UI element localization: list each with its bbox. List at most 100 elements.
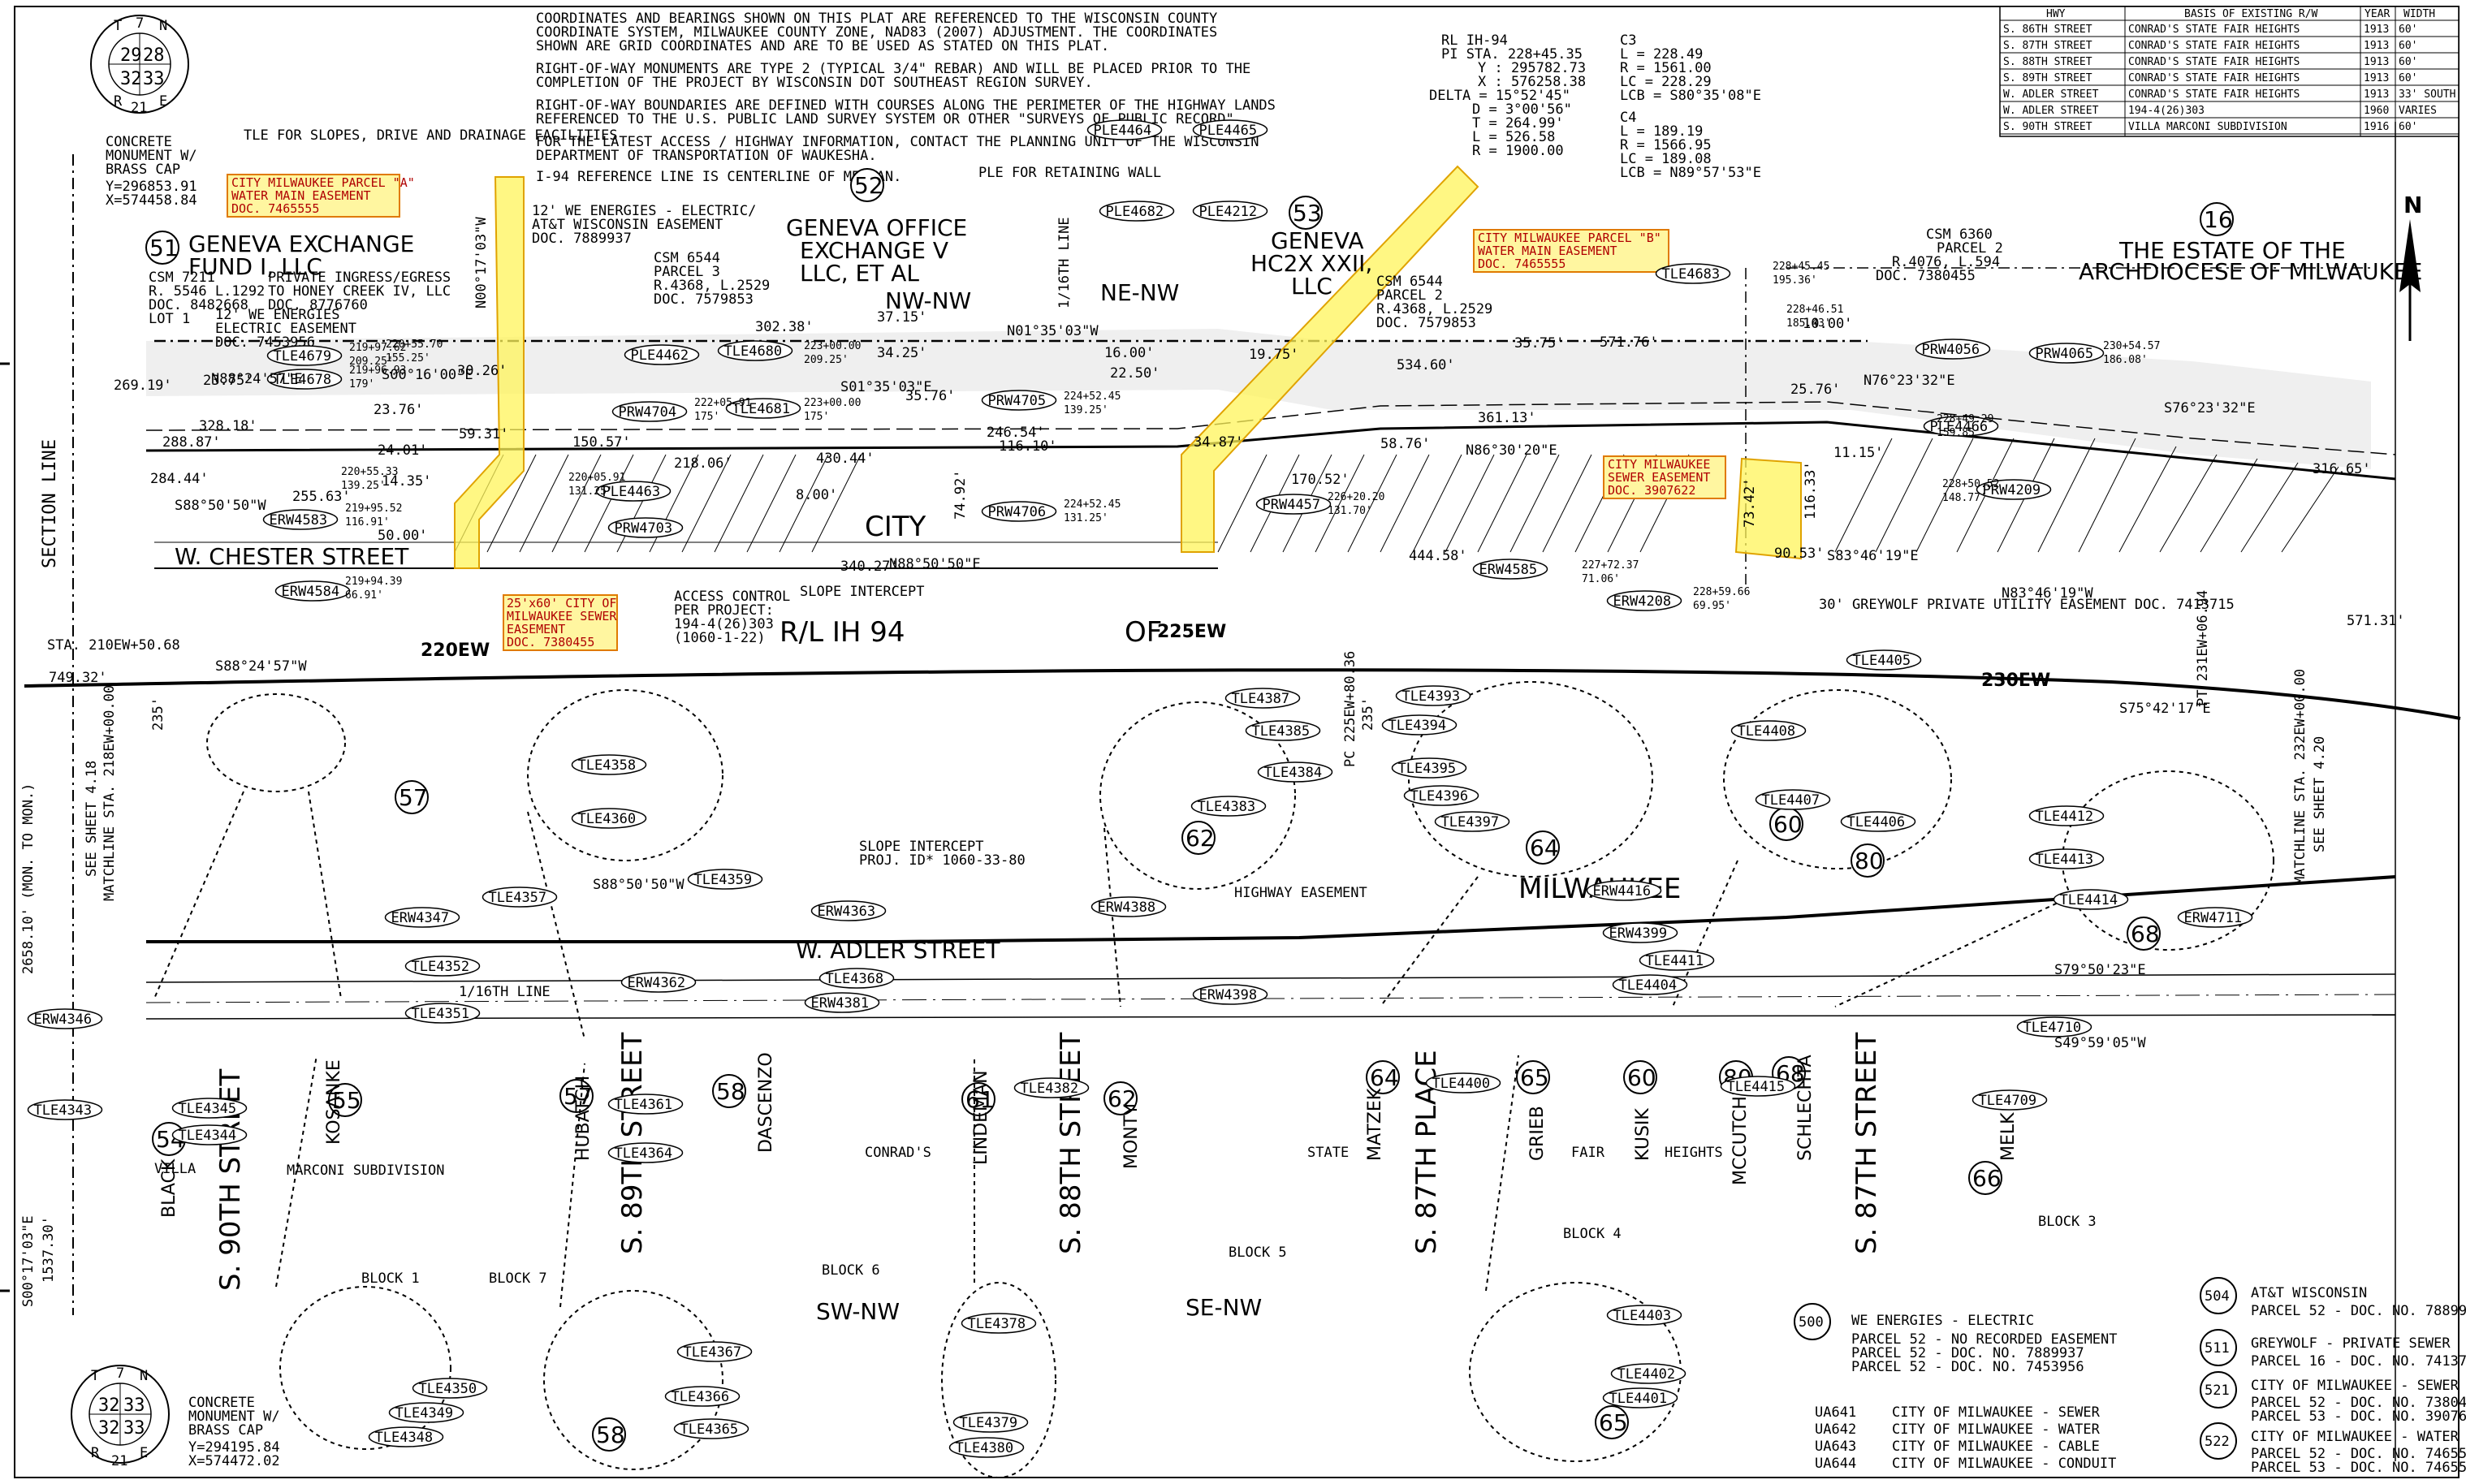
svg-text:61: 61: [965, 1086, 995, 1113]
owner-name: FUND I, LLC: [188, 253, 322, 280]
tag-oval: [1255, 494, 1332, 515]
svg-text:MONUMENT W/: MONUMENT W/: [188, 1409, 280, 1425]
svg-text:SEWER EASEMENT: SEWER EASEMENT: [1608, 470, 1710, 485]
station-offset: 220+05.91: [568, 472, 625, 484]
table-cell: 1913: [2364, 56, 2389, 68]
distance-label: 430.44': [816, 451, 875, 467]
svg-text:62: 62: [1108, 1085, 1137, 1112]
table-cell: S. 88TH STREET: [2003, 56, 2092, 68]
tag-oval: [274, 580, 351, 602]
owner-name: GENEVA: [1271, 227, 1364, 254]
svg-text:DOC. 8776760: DOC. 8776760: [268, 297, 368, 313]
tag-label: TLE4352: [412, 959, 470, 975]
tag-label: TLE4358: [578, 757, 637, 774]
svg-text:N: N: [159, 18, 167, 34]
svg-text:PER PROJECT:: PER PROJECT:: [674, 602, 774, 619]
station-offset: 66.91': [345, 589, 383, 602]
svg-text:1/16TH LINE: 1/16TH LINE: [1056, 217, 1073, 308]
station-offset: 228+49.29: [1937, 413, 1993, 425]
parcel-b-note: CITY MILWAUKEE PARCEL "B" WATER MAIN EAS…: [1473, 229, 1669, 273]
distance-label: 116.10': [999, 438, 1057, 455]
tag-label: TLE4683: [1662, 266, 1721, 283]
tag-oval: [1472, 559, 1548, 580]
tag-oval: [1846, 649, 1922, 671]
tag-label: TLE4366: [672, 1389, 730, 1405]
distance-label: 571.76': [1600, 334, 1658, 351]
svg-text:32: 32: [120, 69, 142, 89]
tag-oval: [1612, 974, 1688, 995]
svg-text:PARCEL 16 - DOC. NO. 7413715: PARCEL 16 - DOC. NO. 7413715: [2251, 1353, 2466, 1370]
tag-oval: [1840, 811, 1916, 832]
svg-text:25'x60' CITY OF: 25'x60' CITY OF: [507, 596, 616, 610]
note-line: RIGHT-OF-WAY MONUMENTS ARE TYPE 2 (TYPIC…: [536, 61, 1250, 77]
tag-oval: [961, 1313, 1037, 1334]
table-cell: 60': [2399, 121, 2417, 133]
tag-oval: [388, 1402, 464, 1423]
svg-text:E: E: [140, 1445, 148, 1461]
parcel-tags: TLE4679TLE4678TLE4680TLE4681PLE4462PRW47…: [27, 119, 2253, 1458]
svg-text:PLE FOR RETAINING WALL: PLE FOR RETAINING WALL: [978, 165, 1161, 181]
svg-text:R = 1900.00: R = 1900.00: [1472, 143, 1564, 159]
svg-text:DOC. 7579853: DOC. 7579853: [1376, 315, 1476, 331]
svg-text:CITY: CITY: [865, 511, 926, 543]
svg-text:500: 500: [1799, 1314, 1824, 1331]
svg-text:57: 57: [399, 784, 428, 811]
quadrant-labels: NW-NW NE-NW SW-NW SE-NW: [816, 279, 1262, 1325]
svg-text:53: 53: [1293, 200, 1322, 226]
tag-oval: [2016, 1016, 2092, 1038]
station-offset: 131.70': [1328, 505, 1372, 517]
tag-label: TLE4709: [1979, 1093, 2037, 1109]
svg-text:PARCEL 53 - DOC. NO. 7465555: PARCEL 53 - DOC. NO. 7465555: [2251, 1460, 2466, 1476]
tag-oval: [676, 1341, 753, 1362]
side-street-name: BLACK: [159, 1158, 179, 1218]
svg-text:64: 64: [1530, 835, 1559, 861]
svg-text:29: 29: [120, 45, 142, 66]
tag-label: TLE4412: [2036, 809, 2094, 825]
station-offset-labels: 219+97.62209.25'219+96.93179'220+55.7015…: [49, 261, 2405, 1051]
table-cell: S. 86TH STREET: [2003, 24, 2092, 36]
svg-text:CSM 6544: CSM 6544: [1376, 274, 1443, 290]
svg-text:LOT 1: LOT 1: [149, 311, 190, 327]
svg-text:60: 60: [1773, 811, 1803, 838]
svg-text:FAIR: FAIR: [1571, 1145, 1605, 1161]
svg-text:12' WE ENERGIES: 12' WE ENERGIES: [215, 307, 340, 323]
tag-label: PRW4704: [619, 404, 677, 421]
owner-name: EXCHANGE V: [800, 237, 948, 264]
tag-label: TLE4380: [956, 1440, 1014, 1456]
table-header: BASIS OF EXISTING R/W: [2184, 8, 2318, 20]
sewer-east-note: CITY MILWAUKEE SEWER EASEMENT DOC. 39076…: [1603, 455, 1726, 499]
distance-label: 269.19': [114, 377, 172, 394]
svg-text:51: 51: [149, 235, 179, 261]
svg-text:SE-NW: SE-NW: [1185, 1294, 1262, 1321]
svg-text:C4: C4: [1620, 110, 1636, 126]
tag-label: ERW4399: [1609, 925, 1668, 942]
hatched-parcels: [454, 438, 2339, 553]
tag-oval: [1655, 263, 1731, 284]
svg-text:21: 21: [131, 100, 147, 116]
station-offset: 131.25': [568, 485, 613, 498]
svg-text:LCB = S80°35'08"E: LCB = S80°35'08"E: [1620, 88, 1761, 104]
station-offset: 220+55.70: [386, 339, 443, 351]
svg-text:BRASS CAP: BRASS CAP: [188, 1422, 263, 1439]
station-offset: 219+97.62: [349, 342, 406, 354]
tag-oval: [624, 344, 700, 365]
tag-label: PRW4056: [1922, 342, 1980, 358]
svg-text:R.4368, L.2529: R.4368, L.2529: [1376, 301, 1492, 317]
distance-label: 34.25': [877, 345, 926, 361]
tag-oval: [1976, 479, 2052, 500]
tag-label: TLE4343: [34, 1102, 93, 1119]
svg-text:N: N: [140, 1368, 148, 1384]
svg-text:X=574458.84: X=574458.84: [106, 192, 197, 209]
svg-text:58: 58: [716, 1078, 745, 1105]
tag-oval: [368, 1426, 444, 1447]
svg-text:R. 5546 L.1292: R. 5546 L.1292: [149, 283, 265, 300]
side-street-name: GRIEB: [1527, 1106, 1548, 1161]
tag-label: ERW4347: [391, 910, 450, 926]
svg-text:UA644: UA644: [1815, 1456, 1856, 1472]
svg-text:PARCEL 52 - DOC. NO. 7889937: PARCEL 52 - DOC. NO. 7889937: [2251, 1303, 2466, 1319]
tag-oval: [1434, 811, 1510, 832]
tag-label: PRW4706: [988, 504, 1047, 520]
tag-label: TLE4359: [694, 872, 753, 888]
distance-label: 35.75': [1514, 335, 1564, 352]
tag-oval: [1720, 1076, 1796, 1097]
